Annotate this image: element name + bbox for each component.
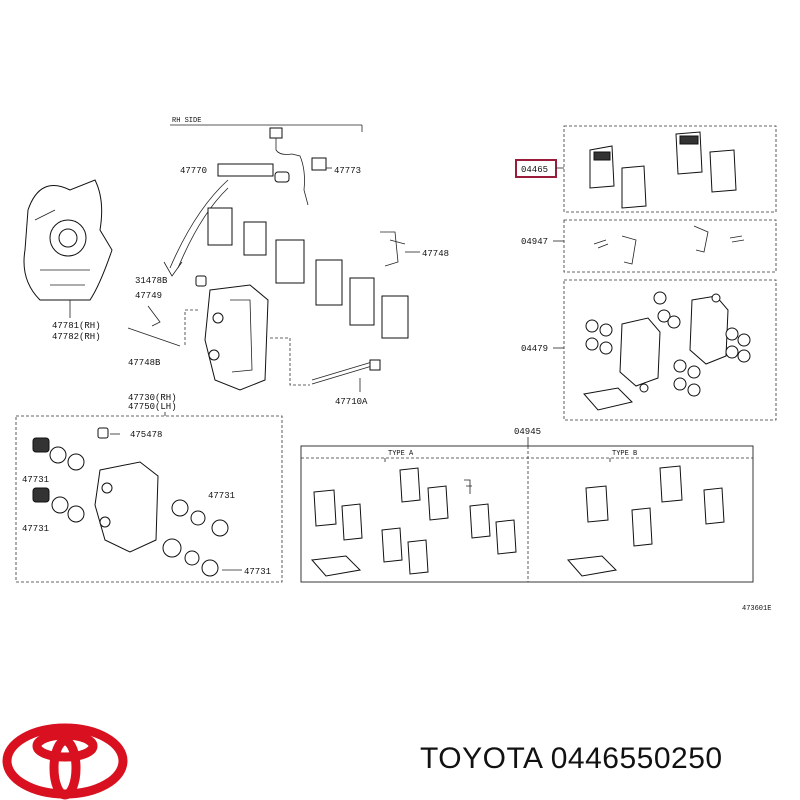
label-47782: 47782(RH) [52, 332, 101, 342]
label-type-a: TYPE A [388, 450, 414, 458]
label-47750: 47750(LH) [128, 402, 177, 412]
label-47749: 47749 [135, 291, 162, 301]
brake-pads-drawing [589, 131, 737, 209]
pin-rod [127, 327, 181, 347]
label-47710A: 47710A [335, 397, 368, 407]
label-47731-d: 47731 [244, 567, 271, 577]
label-47748: 47748 [422, 249, 449, 259]
dust-shield-drawing [23, 179, 113, 301]
clips-drawing [380, 231, 406, 267]
type-b-pads-drawing [566, 465, 725, 577]
seal-kit-box [563, 279, 777, 421]
pad-kit-box [563, 125, 777, 213]
label-47781: 47781(RH) [52, 321, 101, 331]
shim-kit-box [563, 219, 777, 273]
bolt-drawing [311, 359, 381, 385]
brake-parts-diagram: 47781(RH) 47782(RH) RH SIDE 47770 47773 … [15, 117, 777, 613]
piston-seals-drawing [32, 437, 229, 577]
rh-side-caption: RH SIDE [172, 117, 201, 125]
toyota-logo [2, 723, 128, 800]
label-47731-a: 47731 [22, 475, 49, 485]
caliper-kit-box [15, 415, 283, 583]
highlight-box-04465 [515, 159, 557, 178]
sensor-pad-outline [217, 163, 274, 177]
part-number-title: TOYOTA 0446550250 [420, 742, 723, 775]
label-47731-c: 47731 [208, 491, 235, 501]
bleeder-plug-drawing [97, 427, 109, 439]
reference-code: 473601E [742, 605, 771, 613]
caliper-drawing [204, 284, 269, 391]
type-a-pads-drawing [310, 467, 517, 577]
wear-sensor-drawing [269, 127, 327, 206]
label-47773: 47773 [334, 166, 361, 176]
pointer-arrow [169, 179, 229, 269]
label-04947: 04947 [521, 237, 548, 247]
pin-drawing [147, 305, 161, 327]
label-47748B: 47748B [128, 358, 161, 368]
label-31478B: 31478B [135, 276, 168, 286]
label-04479: 04479 [521, 344, 548, 354]
caliper-body-drawing [94, 461, 159, 553]
label-04465: 04465 [521, 165, 548, 175]
label-47730: 47730(RH) [128, 393, 177, 403]
label-04945: 04945 [514, 427, 541, 437]
label-475478: 475478 [130, 430, 162, 440]
pad-set-drawing [207, 207, 409, 339]
shims-clips-drawing [593, 225, 745, 265]
bleeder-drawing [195, 275, 207, 287]
seal-kit-drawing [583, 291, 751, 411]
label-type-b: TYPE B [612, 450, 637, 458]
label-47731-b: 47731 [22, 524, 49, 534]
label-47770: 47770 [180, 166, 207, 176]
pad-type-box [300, 445, 754, 583]
